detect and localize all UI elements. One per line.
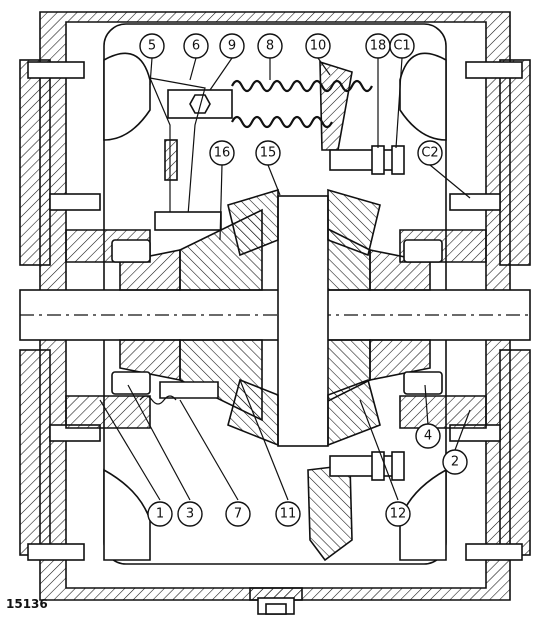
callout-label: 3 (186, 507, 194, 522)
callout-label: 7 (234, 507, 242, 522)
callout-11: 11 (275, 501, 301, 527)
differential-case (119, 188, 431, 447)
figure-number: 15136 (6, 597, 48, 611)
callout-label: 2 (451, 455, 459, 470)
callout-label: 9 (228, 39, 236, 54)
callout-6: 6 (183, 33, 209, 59)
callout-label: 10 (310, 39, 327, 54)
leader-lines (99, 57, 471, 501)
callout-7: 7 (225, 501, 251, 527)
callout-1: 1 (147, 501, 173, 527)
bearings (111, 239, 443, 395)
callout-15: 15 (255, 140, 281, 166)
callout-label: 11 (280, 507, 297, 522)
callout-16: 16 (209, 140, 235, 166)
callout-8: 8 (257, 33, 283, 59)
callout-c1: C1 (389, 33, 415, 59)
callout-label: C2 (421, 146, 438, 161)
drain-plug (249, 587, 303, 615)
callout-2: 2 (442, 449, 468, 475)
axle-shaft (19, 289, 531, 341)
callout-label: 1 (156, 507, 164, 522)
callout-label: 16 (214, 146, 231, 161)
callout-12: 12 (385, 501, 411, 527)
callout-9: 9 (219, 33, 245, 59)
callout-label: 18 (370, 39, 387, 54)
ring-gear (139, 381, 405, 562)
spring-mechanism (149, 60, 405, 231)
callout-label: 5 (148, 39, 156, 54)
callout-label: 6 (192, 39, 200, 54)
callout-4: 4 (415, 423, 441, 449)
callout-5: 5 (139, 33, 165, 59)
callout-label: 4 (424, 429, 432, 444)
callout-label: 8 (266, 39, 274, 54)
callout-label: 12 (390, 507, 407, 522)
callout-18: 18 (365, 33, 391, 59)
callout-3: 3 (177, 501, 203, 527)
callout-label: 15 (260, 146, 277, 161)
callout-c2: C2 (417, 140, 443, 166)
callout-10: 10 (305, 33, 331, 59)
callout-label: C1 (393, 39, 410, 54)
